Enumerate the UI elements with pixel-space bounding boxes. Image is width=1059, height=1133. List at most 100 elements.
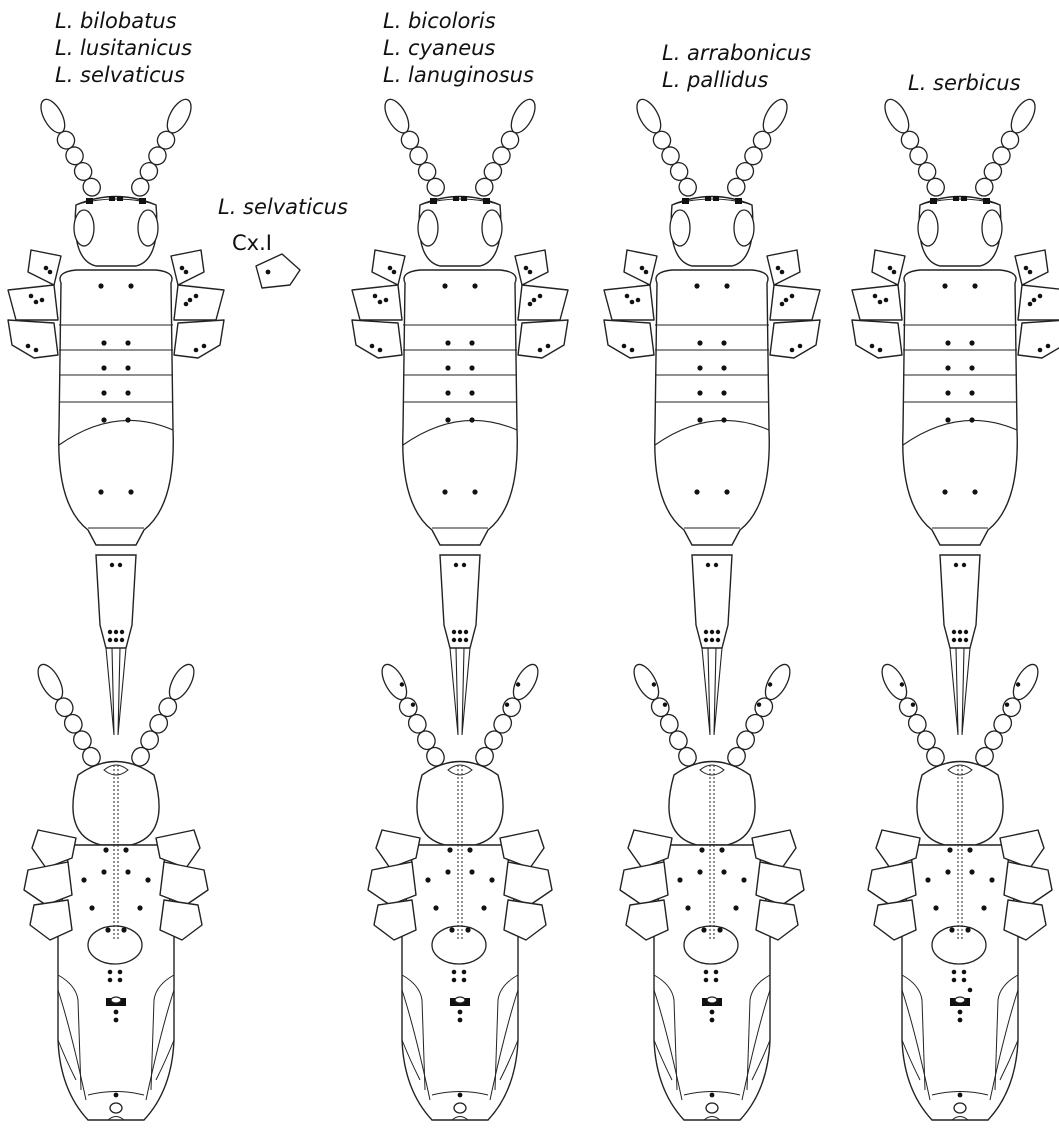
seta-dot	[964, 638, 968, 642]
coxa-2-right	[770, 285, 820, 320]
seta-dot	[452, 630, 456, 634]
seta-dot	[1024, 266, 1029, 271]
species-column-4	[852, 96, 1059, 1120]
seta-dot	[933, 905, 938, 910]
coxa-outline	[8, 320, 58, 358]
seta-dot	[505, 702, 509, 706]
seta-dot	[969, 340, 974, 345]
eye-left	[418, 210, 438, 246]
coxa-1-right	[767, 250, 800, 285]
head-mark	[483, 198, 490, 204]
seta-dot	[714, 970, 719, 975]
seta-dot	[949, 927, 954, 932]
seta-dot	[697, 869, 702, 874]
body-outline	[655, 270, 770, 545]
seta-dot	[125, 340, 130, 345]
antenna-segment	[877, 661, 911, 704]
seta-dot	[958, 1010, 963, 1015]
seta-dot	[972, 283, 977, 288]
seta-dot	[114, 638, 118, 642]
seta-dot	[489, 877, 494, 882]
seta-dot	[663, 702, 667, 706]
seta-dot	[694, 283, 699, 288]
head-mark	[705, 196, 711, 201]
seta-dot	[706, 563, 710, 567]
seta-dot	[458, 638, 462, 642]
seta-dot	[118, 978, 123, 983]
seta-dot	[704, 638, 708, 642]
coxa-2-left	[8, 285, 58, 320]
seta-dot	[704, 978, 709, 983]
seta-dot	[954, 563, 958, 567]
seta-dot	[1028, 302, 1033, 307]
mucro-right	[118, 648, 126, 735]
seta-dot	[892, 270, 897, 275]
antenna-segment	[508, 661, 542, 704]
seta-dot	[685, 905, 690, 910]
mucro-right	[962, 648, 970, 735]
coxa-1-right	[171, 250, 204, 285]
seta-dot	[128, 283, 133, 288]
coxa-2-right	[174, 285, 224, 320]
seta-dot	[697, 365, 702, 370]
seta-dot	[911, 702, 915, 706]
seta-dot	[757, 702, 761, 706]
seta-dot	[710, 638, 714, 642]
seta-dot	[98, 489, 103, 494]
seta-dot	[947, 847, 952, 852]
antenna-right	[725, 661, 795, 769]
seta-dot	[721, 340, 726, 345]
head-mark	[983, 198, 990, 204]
seta-dot	[462, 970, 467, 975]
seta-dot	[400, 682, 404, 686]
seta-dot	[34, 300, 39, 305]
coxa-outline	[1018, 285, 1059, 320]
seta-dot	[969, 390, 974, 395]
antenna-segment	[632, 96, 665, 137]
seta-dot	[101, 417, 106, 422]
seta-dot	[942, 283, 947, 288]
seta-dot	[26, 344, 31, 349]
seta-dot	[447, 847, 452, 852]
seta-dot	[798, 344, 803, 349]
seta-dot	[462, 978, 467, 983]
seta-dot	[716, 638, 720, 642]
seta-dot	[888, 266, 893, 271]
seta-dot	[625, 294, 630, 299]
species-column-2	[352, 96, 568, 1120]
seta-dot	[145, 877, 150, 882]
seta-dot	[128, 489, 133, 494]
seta-dot	[452, 638, 456, 642]
head-outline	[917, 762, 1003, 846]
seta-dot	[103, 847, 108, 852]
furca	[692, 555, 732, 735]
seta-dot	[964, 630, 968, 634]
seta-dot	[449, 927, 454, 932]
seta-dot	[969, 417, 974, 422]
seta-dot	[34, 348, 39, 353]
anal-ring	[954, 1103, 966, 1113]
seta-dot	[958, 1018, 963, 1023]
seta-dot	[644, 270, 649, 275]
seta-dot	[194, 294, 199, 299]
seta-dot	[108, 978, 113, 983]
coxa-outline	[1015, 250, 1048, 285]
seta-dot	[125, 869, 130, 874]
coxa-3-right	[174, 320, 224, 358]
head-outline	[73, 762, 159, 846]
antenna-segment	[162, 96, 195, 137]
ventral-tube	[432, 926, 486, 964]
antenna-left	[33, 661, 103, 769]
antenna-segment	[1008, 661, 1042, 704]
body-outline	[403, 270, 518, 545]
head-outline	[417, 762, 503, 846]
antenna-left	[632, 96, 699, 199]
eye-left	[918, 210, 938, 246]
coxa-outline	[770, 285, 820, 320]
coxa-1-left	[624, 250, 657, 285]
seta-dot	[622, 344, 627, 349]
seta-dot	[445, 417, 450, 422]
seta-dot	[188, 298, 193, 303]
antenna-right	[725, 96, 792, 199]
